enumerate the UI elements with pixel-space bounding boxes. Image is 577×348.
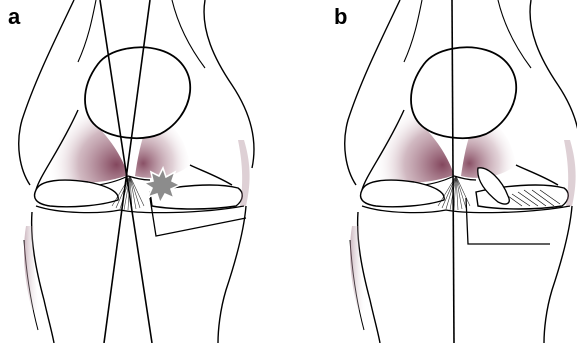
knee-diagram-a xyxy=(19,0,254,343)
panel-label-a: a xyxy=(8,6,20,28)
panel-label-b: b xyxy=(334,6,347,28)
panel-a xyxy=(19,0,254,343)
knee-diagram-b xyxy=(345,0,577,343)
panel-b xyxy=(345,0,577,343)
